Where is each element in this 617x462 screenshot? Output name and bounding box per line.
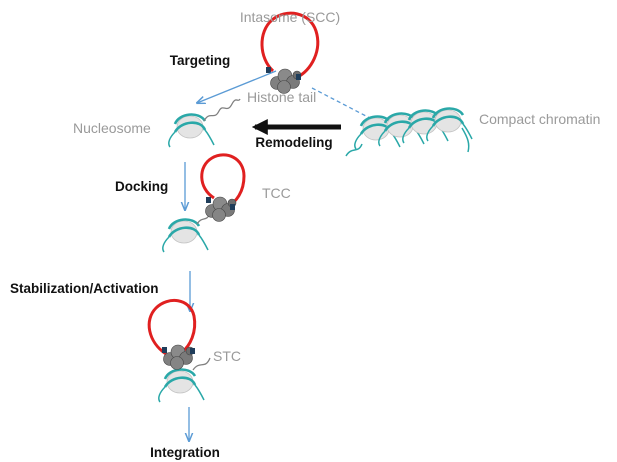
integrase-cluster <box>163 344 195 370</box>
remodeling-label: Remodeling <box>255 135 332 150</box>
nucleosome-target <box>167 98 241 149</box>
histone-tail-label: Histone tail <box>247 89 316 105</box>
histone-tail-line <box>203 98 241 122</box>
viral-dna-loop <box>200 153 246 208</box>
integration-label: Integration <box>150 445 220 460</box>
compact-chromatin <box>345 107 474 157</box>
viral-dna-loop <box>147 299 197 356</box>
targeting-to-chromatin-arrow <box>311 87 393 130</box>
targeting-arrow <box>197 70 277 103</box>
stabilization-label: Stabilization/Activation <box>10 281 159 296</box>
tcc-complex <box>161 153 246 254</box>
viral-dna-loop <box>260 11 320 80</box>
stc-label: STC <box>213 348 241 364</box>
nucleosome-label: Nucleosome <box>73 120 151 136</box>
tcc-label: TCC <box>262 185 291 201</box>
targeting-label: Targeting <box>170 53 231 68</box>
docking-label: Docking <box>115 179 168 194</box>
stc-complex <box>147 299 211 404</box>
intasome-label: Intasome (SCC) <box>240 9 340 25</box>
intasome-scc <box>260 11 320 94</box>
compact-chromatin-label: Compact chromatin <box>479 111 600 127</box>
